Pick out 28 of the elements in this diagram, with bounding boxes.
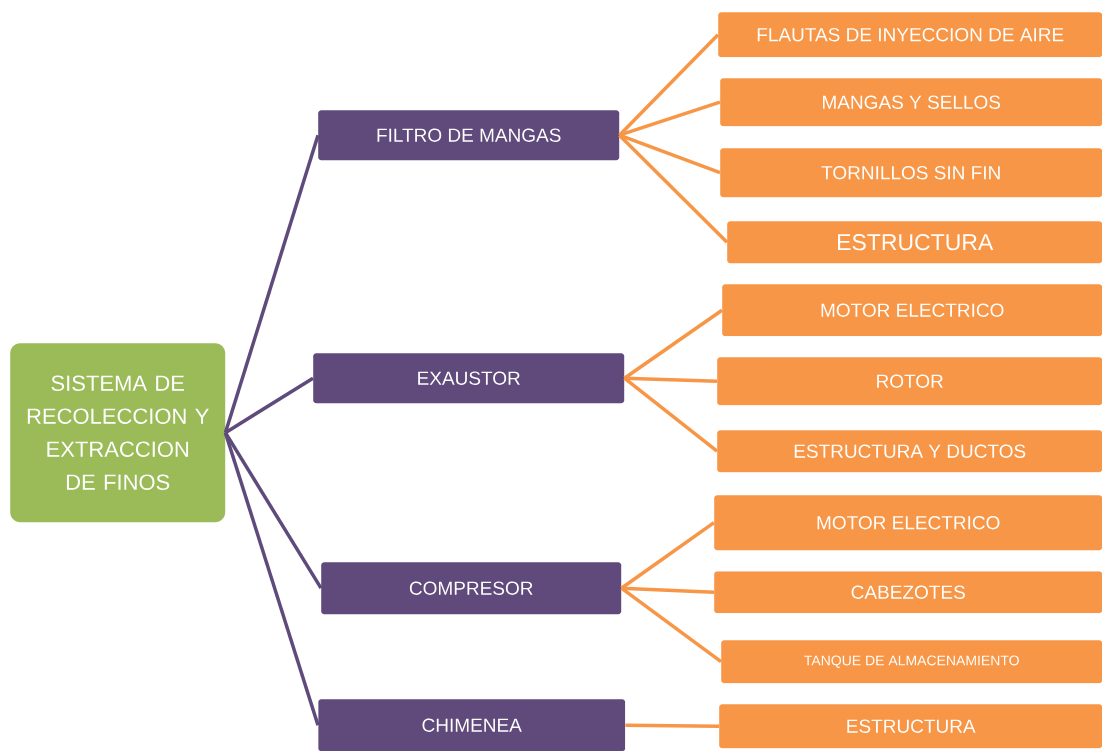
component-box: CABEZOTES xyxy=(714,571,1102,614)
component-box: FLAUTAS DE INYECCION DE AIRE xyxy=(718,12,1102,58)
component-box: TANQUE DE ALMACENAMIENTO xyxy=(721,640,1102,684)
category-box: COMPRESOR xyxy=(321,562,622,615)
connector-line xyxy=(620,586,723,664)
connector-line xyxy=(623,308,723,380)
component-box: ESTRUCTURA xyxy=(727,221,1102,264)
component-box: ESTRUCTURA xyxy=(719,704,1102,749)
component-box: ROTOR xyxy=(717,357,1102,406)
component-box: ESTRUCTURA Y DUCTOS xyxy=(717,430,1102,473)
component-box: TORNILLOS SIN FIN xyxy=(720,148,1102,198)
connector-line xyxy=(620,521,716,590)
connector-line xyxy=(625,723,720,728)
connector-line xyxy=(223,432,320,726)
connector-line xyxy=(623,376,719,453)
category-box: FILTRO DE MANGAS xyxy=(318,110,620,161)
category-box: CHIMENEA xyxy=(318,699,626,751)
root-box: SISTEMA DE RECOLECCION Y EXTRACCION DE FINOS xyxy=(10,343,226,523)
connector-line xyxy=(224,376,314,435)
category-box: EXAUSTOR xyxy=(313,353,625,404)
component-box: MANGAS Y SELLOS xyxy=(720,78,1102,127)
connector-line xyxy=(621,586,715,594)
component-box: MOTOR ELECTRICO xyxy=(722,284,1102,337)
component-box: MOTOR ELECTRICO xyxy=(714,495,1102,551)
connector-line xyxy=(618,133,729,244)
connector-line xyxy=(624,376,718,383)
connector-line xyxy=(223,134,320,434)
connector-line xyxy=(618,133,721,175)
